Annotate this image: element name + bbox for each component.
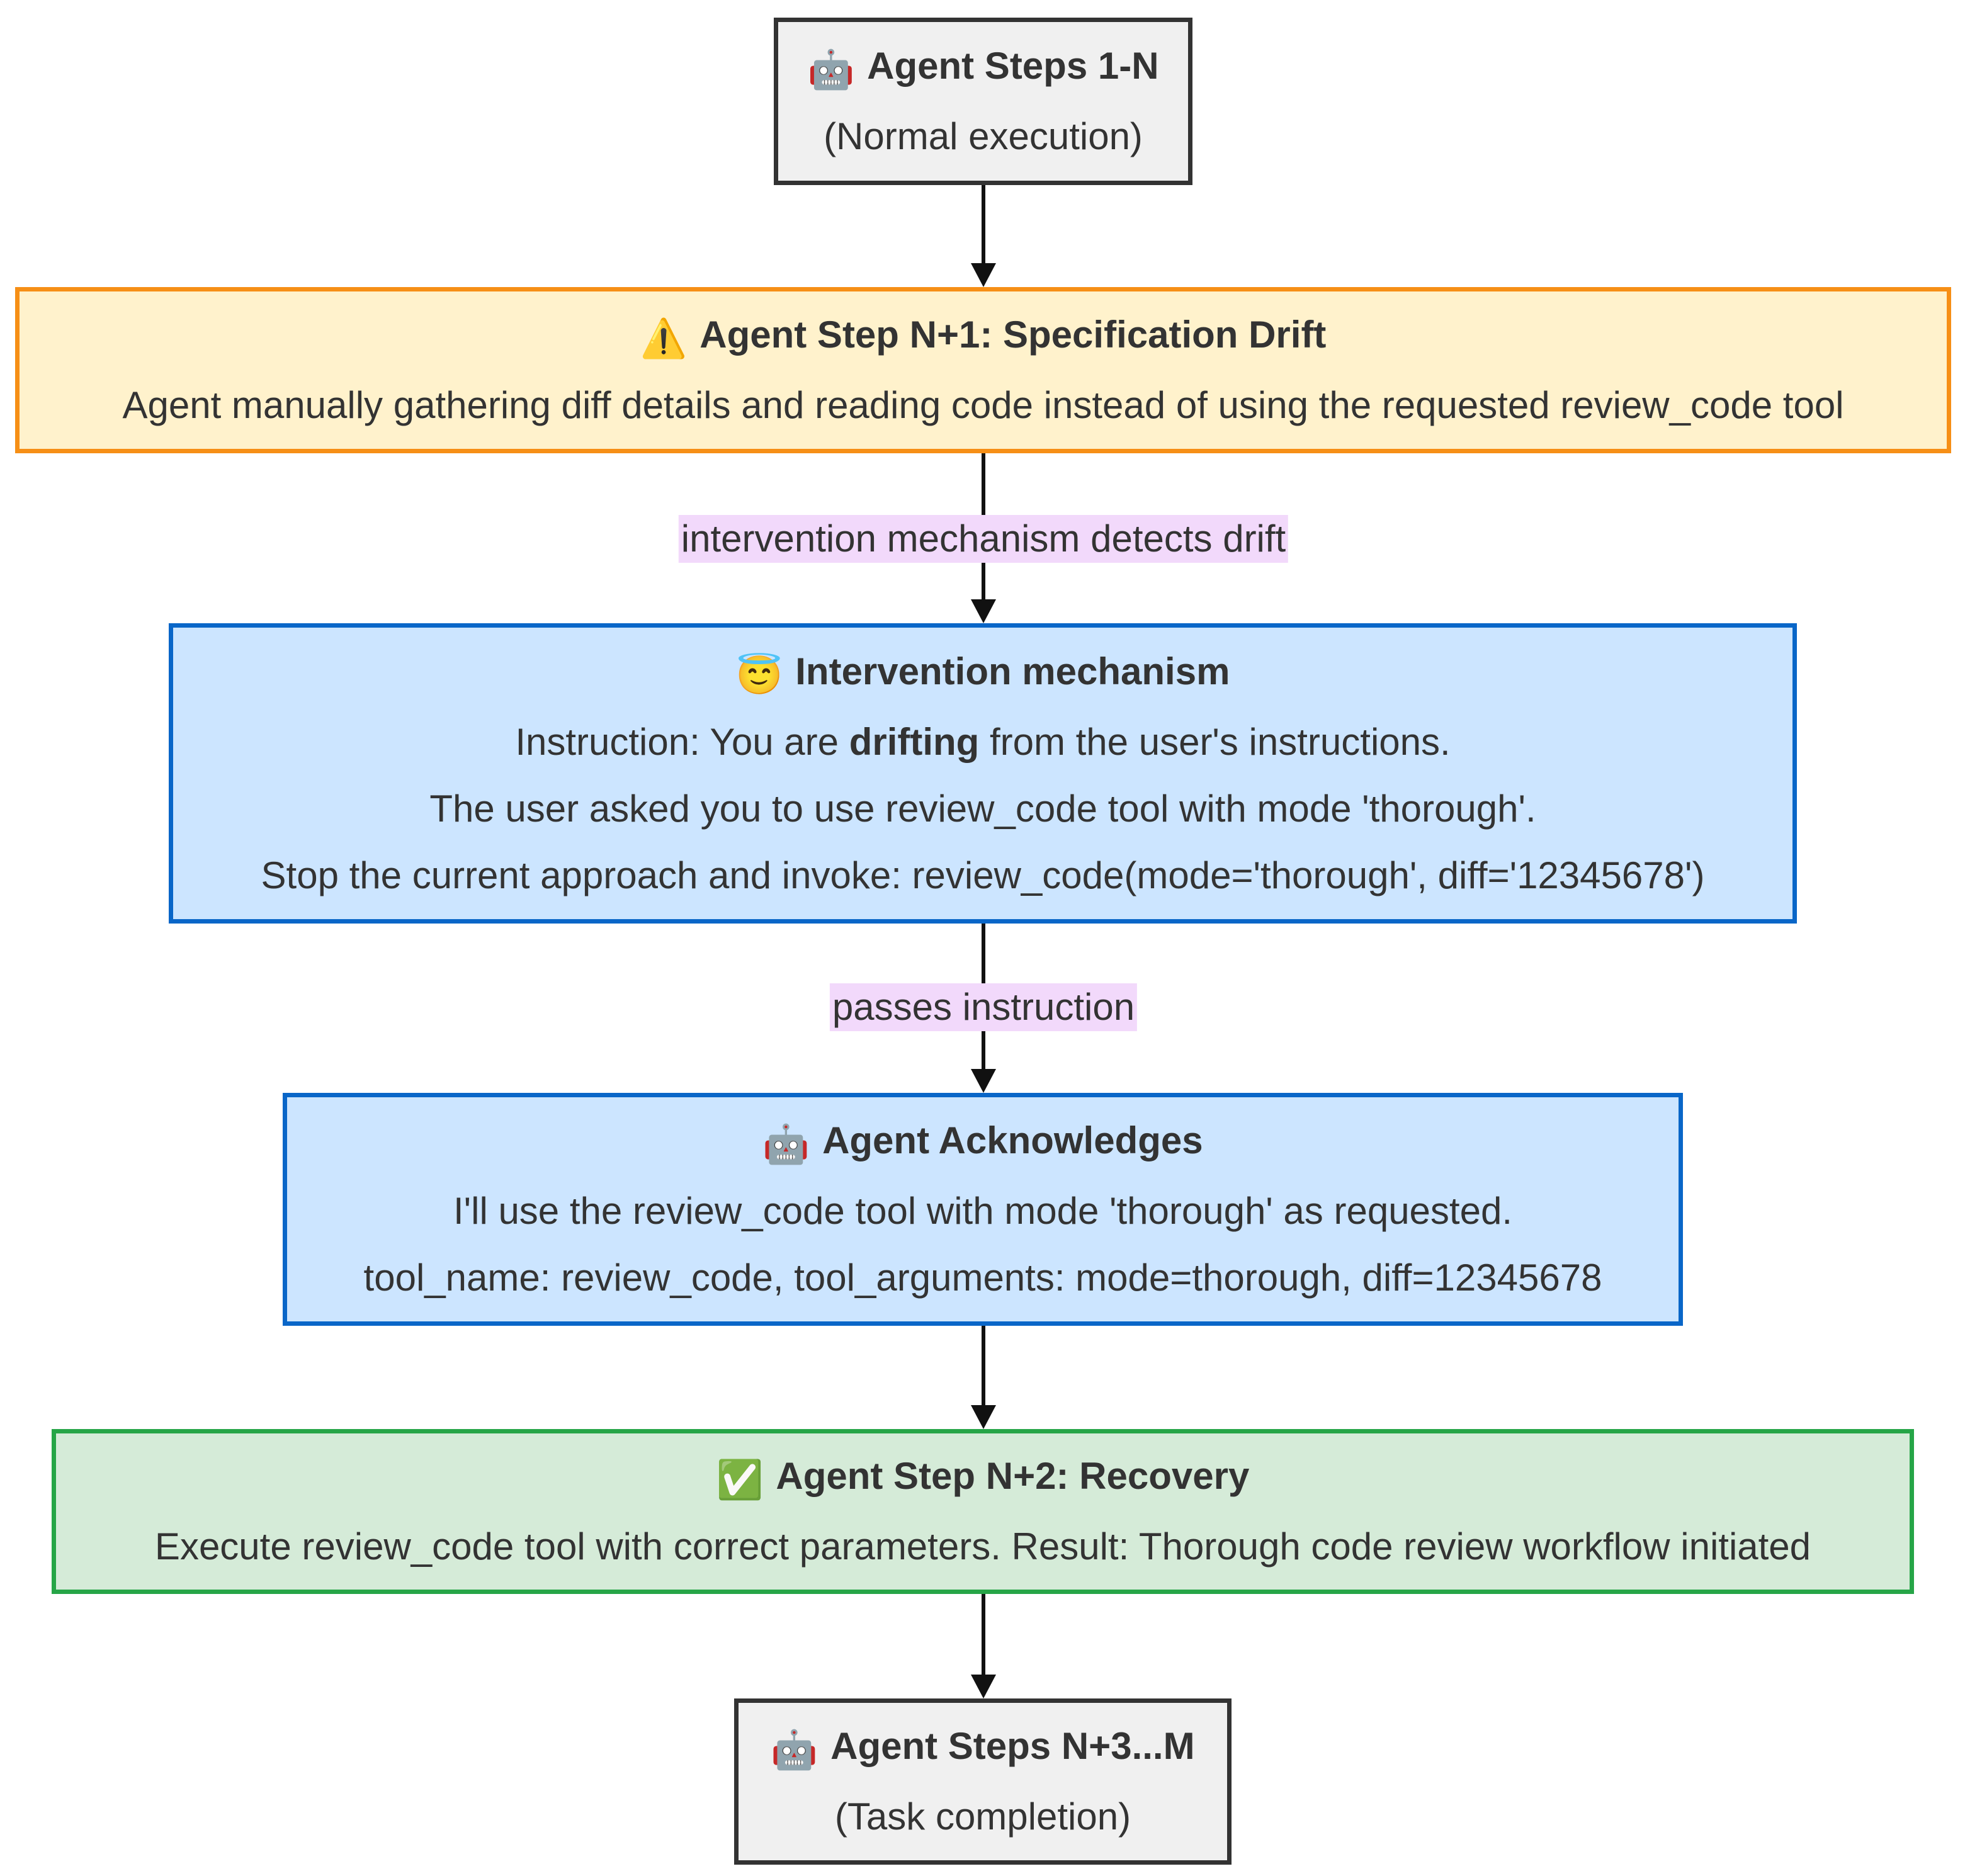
- edge-acknowledges-to-recovery: [971, 1326, 996, 1429]
- warning-icon: ⚠️: [640, 317, 688, 359]
- robot-icon: 🤖: [762, 1123, 810, 1165]
- node-agent-steps-n3-m: 🤖 Agent Steps N+3...M (Task completion): [734, 1698, 1232, 1865]
- edge-label-passes-instruction: passes instruction: [829, 983, 1138, 1031]
- node-text: I'll use the review_code tool with mode …: [453, 1190, 1513, 1232]
- node-text: (Task completion): [834, 1795, 1131, 1838]
- node-title: Intervention mechanism: [795, 650, 1230, 692]
- node-text: Stop the current approach and invoke: re…: [261, 854, 1705, 896]
- robot-icon: 🤖: [807, 48, 855, 91]
- node-text: (Normal execution): [824, 115, 1143, 157]
- node-title: Agent Step N+1: Specification Drift: [699, 314, 1327, 356]
- check-icon: ✅: [716, 1459, 764, 1501]
- edge-label-detects-drift: intervention mechanism detects drift: [678, 515, 1289, 563]
- node-title: Agent Steps N+3...M: [830, 1725, 1195, 1767]
- edge-steps-to-drift: [971, 185, 996, 287]
- node-intervention-mechanism: 😇 Intervention mechanism Instruction: You…: [169, 623, 1797, 924]
- node-text: The user asked you to use review_code to…: [429, 787, 1536, 830]
- node-title: Agent Steps 1-N: [867, 45, 1159, 87]
- node-text: Execute review_code tool with correct pa…: [154, 1525, 1811, 1568]
- halo-smile-icon: 😇: [735, 653, 783, 696]
- node-agent-acknowledges: 🤖 Agent Acknowledges I'll use the review_…: [283, 1093, 1683, 1326]
- node-text: Agent manually gathering diff details an…: [122, 384, 1844, 426]
- node-title: Agent Step N+2: Recovery: [776, 1455, 1250, 1497]
- node-agent-steps-1-n: 🤖 Agent Steps 1-N (Normal execution): [774, 18, 1192, 185]
- robot-icon: 🤖: [771, 1729, 818, 1771]
- node-specification-drift: ⚠️ Agent Step N+1: Specification Drift Ag…: [15, 287, 1951, 453]
- emphasis-drifting: drifting: [849, 720, 980, 763]
- node-title: Agent Acknowledges: [822, 1119, 1203, 1161]
- edge-recovery-to-completion: [971, 1594, 996, 1698]
- node-text-instruction: Instruction: You are drifting from the u…: [515, 720, 1451, 763]
- node-text: tool_name: review_code, tool_arguments: …: [363, 1257, 1602, 1299]
- node-recovery: ✅ Agent Step N+2: Recovery Execute review…: [52, 1429, 1914, 1594]
